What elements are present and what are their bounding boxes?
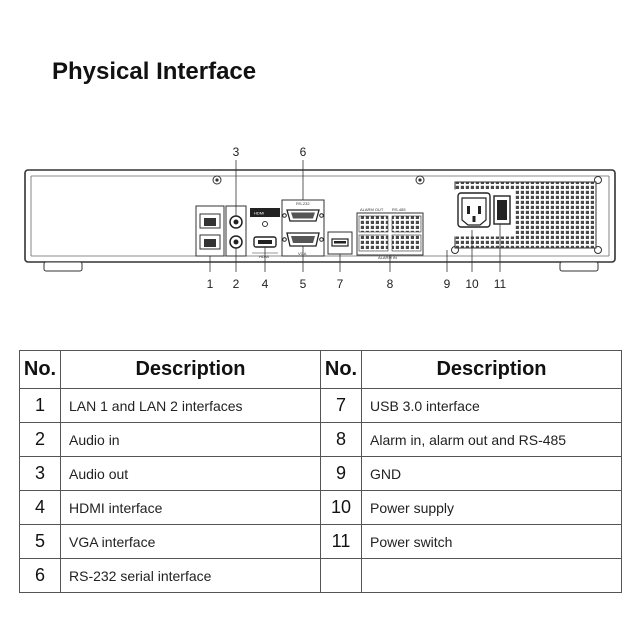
- power-supply-area: [451, 181, 597, 249]
- callout-8: 8: [387, 277, 394, 291]
- usb-port: [327, 231, 353, 255]
- row-number: 7: [320, 388, 362, 423]
- interface-description-table: No. Description No. Description 1 LAN 1 …: [19, 350, 622, 593]
- row-description: HDMI interface: [60, 490, 321, 525]
- row-description: Alarm in, alarm out and RS-485: [361, 422, 622, 457]
- callout-numbers: 1 2 3 4 5 6 7 8 9 10 11: [207, 145, 507, 291]
- row-number: 1: [19, 388, 61, 423]
- callout-9: 9: [444, 277, 451, 291]
- row-description: USB 3.0 interface: [361, 388, 622, 423]
- table-row: 2 Audio in 8 Alarm in, alarm out and RS-…: [19, 422, 622, 457]
- row-description: RS-232 serial interface: [60, 558, 321, 593]
- callout-11: 11: [494, 277, 507, 291]
- svg-text:ALARM IN: ALARM IN: [378, 255, 397, 260]
- svg-text:HDMI: HDMI: [254, 211, 264, 216]
- header-no-left: No.: [19, 350, 61, 389]
- row-number: 8: [320, 422, 362, 457]
- leader-lines: [209, 160, 501, 272]
- svg-text:VGA: VGA: [298, 251, 307, 256]
- svg-text:ALARM OUT: ALARM OUT: [360, 207, 384, 212]
- row-description: Audio out: [60, 456, 321, 491]
- row-description: Power switch: [361, 524, 622, 559]
- lan-ports: [195, 205, 225, 257]
- row-number: 4: [19, 490, 61, 525]
- row-number: 10: [320, 490, 362, 525]
- row-number: 6: [19, 558, 61, 593]
- row-number: 11: [320, 524, 362, 559]
- svg-text:RS-485: RS-485: [392, 207, 406, 212]
- callout-2: 2: [233, 277, 240, 291]
- row-description: GND: [361, 456, 622, 491]
- callout-6: 6: [300, 145, 307, 159]
- table-row: 3 Audio out 9 GND: [19, 456, 622, 491]
- table-header-row: No. Description No. Description: [19, 350, 622, 389]
- device-rear-panel-diagram: HDMI HDMI RS-232 VGA ALARM OUT RS-485 AL…: [24, 145, 616, 291]
- row-description: Power supply: [361, 490, 622, 525]
- table-row: 5 VGA interface 11 Power switch: [19, 524, 622, 559]
- row-number: 9: [320, 456, 362, 491]
- table-row: 4 HDMI interface 10 Power supply: [19, 490, 622, 525]
- svg-text:RS-232: RS-232: [296, 201, 310, 206]
- table-row: 1 LAN 1 and LAN 2 interfaces 7 USB 3.0 i…: [19, 388, 622, 423]
- audio-ports: [225, 205, 247, 257]
- callout-10: 10: [465, 277, 479, 291]
- row-description: Audio in: [60, 422, 321, 457]
- table-row: 6 RS-232 serial interface: [19, 558, 622, 593]
- header-no-right: No.: [320, 350, 362, 389]
- row-number: [320, 558, 362, 593]
- alarm-rs485-terminals: ALARM OUT RS-485 ALARM IN: [356, 207, 424, 260]
- callout-7: 7: [337, 277, 344, 291]
- callout-5: 5: [300, 277, 307, 291]
- row-description: [361, 558, 622, 593]
- row-description: LAN 1 and LAN 2 interfaces: [60, 388, 321, 423]
- row-number: 3: [19, 456, 61, 491]
- header-description-left: Description: [60, 350, 321, 389]
- row-description: VGA interface: [60, 524, 321, 559]
- header-description-right: Description: [361, 350, 622, 389]
- callout-1: 1: [207, 277, 214, 291]
- row-number: 5: [19, 524, 61, 559]
- callout-3: 3: [233, 145, 240, 159]
- row-number: 2: [19, 422, 61, 457]
- callout-4: 4: [262, 277, 269, 291]
- svg-text:HDMI: HDMI: [259, 254, 269, 259]
- page-title: Physical Interface: [52, 58, 257, 85]
